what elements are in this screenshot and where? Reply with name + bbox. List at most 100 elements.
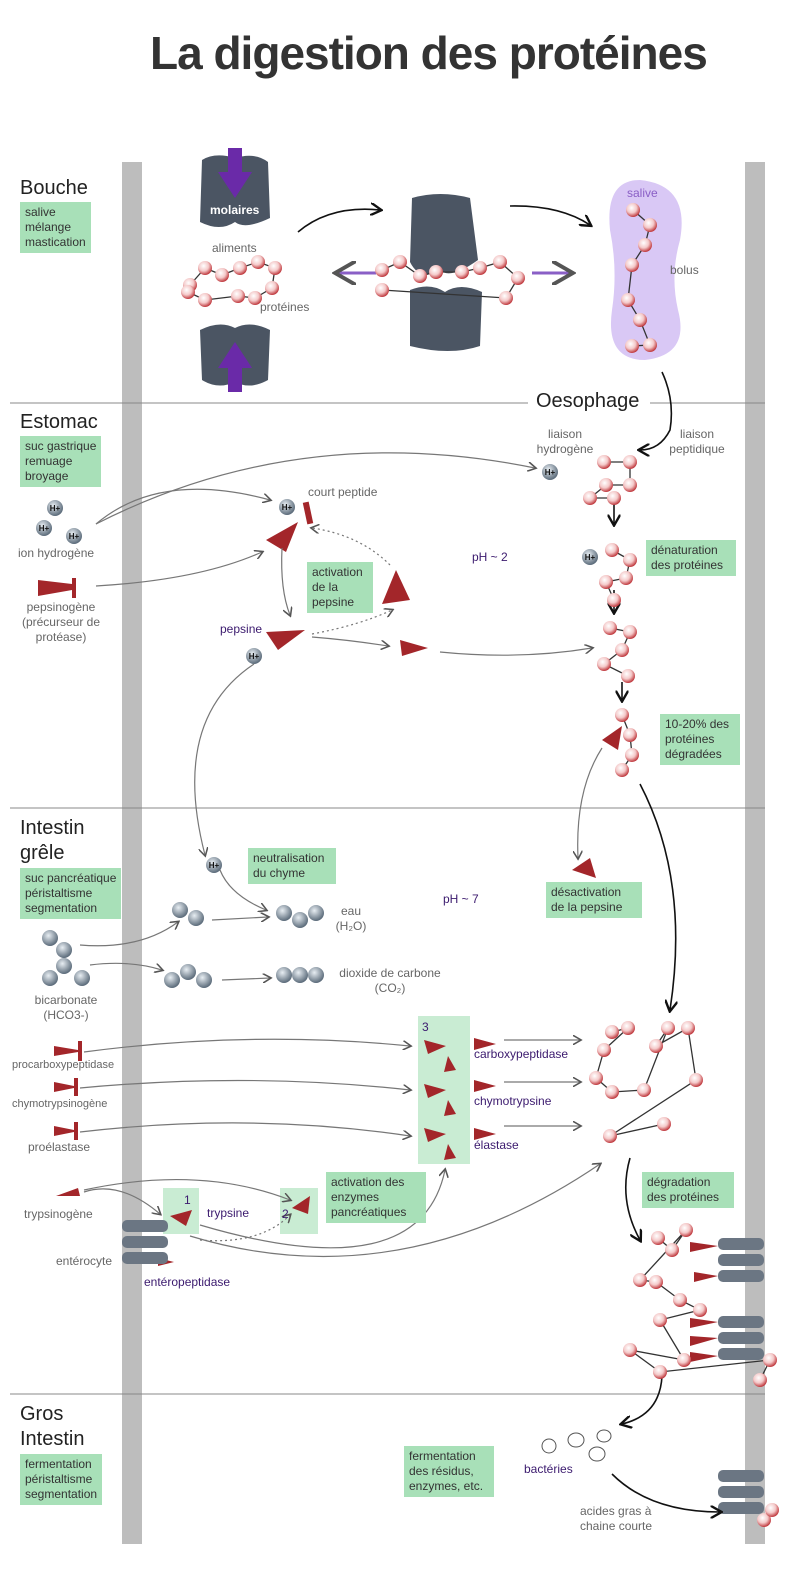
water-molecules bbox=[42, 902, 324, 988]
h-plus-label: H+ bbox=[282, 503, 293, 512]
box-denaturation: dénaturation des protéines bbox=[646, 540, 736, 576]
amino-acid bbox=[643, 338, 657, 352]
label-chymotrypsine: chymotrypsine bbox=[474, 1094, 552, 1108]
amino-acid bbox=[623, 455, 637, 469]
amino-acid bbox=[248, 291, 262, 305]
amino-chain bbox=[615, 708, 639, 777]
h-plus-label: H+ bbox=[545, 468, 556, 477]
arrow-to-absorption bbox=[625, 1157, 640, 1240]
arrow-pepsin-to-chyme bbox=[194, 663, 255, 855]
arrow-trypsine-activate bbox=[199, 1170, 445, 1249]
label-liaison-hydrogene: liaison hydrogène bbox=[536, 427, 594, 456]
arrow-proelastase bbox=[79, 1122, 410, 1136]
arrow-desactivation bbox=[578, 747, 603, 858]
amino-chain bbox=[181, 255, 282, 307]
label-aliments: aliments bbox=[212, 241, 257, 255]
arrow-neutralisation bbox=[219, 869, 266, 910]
amino-acid bbox=[763, 1353, 777, 1367]
amino-acid bbox=[265, 281, 279, 295]
label-eau: eau (H₂O) bbox=[335, 904, 367, 933]
amino-acid bbox=[429, 265, 443, 279]
amino-acid bbox=[375, 263, 389, 277]
arrow-h-to-protein bbox=[95, 452, 535, 525]
amino-acid bbox=[673, 1293, 687, 1307]
amino-acid bbox=[605, 1085, 619, 1099]
amino-chain bbox=[583, 455, 637, 505]
amino-chain bbox=[623, 1223, 777, 1387]
h-plus-label: H+ bbox=[209, 861, 220, 870]
label-proelastase: proélastase bbox=[28, 1140, 91, 1154]
amino-chain bbox=[589, 1021, 703, 1143]
amino-acid bbox=[589, 1071, 603, 1085]
amino-acid bbox=[651, 1231, 665, 1245]
amino-acid bbox=[499, 291, 513, 305]
arrow-trypsine-degrade bbox=[189, 1164, 600, 1258]
arrow-chymo bbox=[79, 1079, 410, 1090]
box-desactivation: désactivation de la pepsine bbox=[546, 882, 642, 918]
amino-acid bbox=[231, 289, 245, 303]
amino-acid bbox=[625, 748, 639, 762]
section-estomac: Estomac bbox=[20, 411, 98, 433]
amino-acid bbox=[599, 478, 613, 492]
amino-acid bbox=[623, 553, 637, 567]
amino-acid bbox=[605, 1025, 619, 1039]
box-degradees: 10-20% des protéines dégradées bbox=[660, 714, 740, 765]
amino-acid bbox=[657, 1117, 671, 1131]
amino-acid bbox=[649, 1275, 663, 1289]
amino-acid bbox=[198, 293, 212, 307]
amino-acid bbox=[693, 1303, 707, 1317]
arrow-to-protein bbox=[439, 648, 592, 656]
label-enteropeptidase: entéropeptidase bbox=[144, 1275, 231, 1289]
amino-acid bbox=[603, 621, 617, 635]
arrow-co2 bbox=[221, 978, 270, 980]
h-plus-label: H+ bbox=[39, 524, 50, 533]
amino-acid bbox=[455, 265, 469, 279]
salive-bolus-shape bbox=[609, 180, 682, 360]
activation-box-1 bbox=[163, 1188, 199, 1234]
step-2: 2 bbox=[282, 1207, 289, 1221]
label-procarboxypeptidase: procarboxypeptidase bbox=[12, 1059, 115, 1071]
arrow-trypsine-dotted bbox=[199, 1215, 290, 1242]
amino-acid bbox=[597, 657, 611, 671]
amino-acid bbox=[681, 1021, 695, 1035]
enterocytes-left bbox=[122, 1220, 168, 1264]
amino-acid bbox=[233, 261, 247, 275]
amino-acid bbox=[215, 268, 229, 282]
step-1: 1 bbox=[184, 1193, 191, 1207]
amino-acid bbox=[661, 1021, 675, 1035]
label-oesophage: Oesophage bbox=[532, 390, 644, 413]
absorption-cones bbox=[690, 1242, 718, 1362]
amino-acid bbox=[653, 1365, 667, 1379]
h-plus-label: H+ bbox=[585, 553, 596, 562]
label-liaison-peptidique: liaison peptidique bbox=[669, 427, 725, 456]
h-plus-label: H+ bbox=[249, 652, 260, 661]
label-ph-7: pH ~ 7 bbox=[443, 892, 479, 906]
amino-acid bbox=[625, 339, 639, 353]
amino-acid bbox=[375, 283, 389, 297]
amino-acid bbox=[637, 1083, 651, 1097]
arrow-to-gros bbox=[622, 1375, 663, 1424]
label-carboxypeptidase: carboxypeptidase bbox=[474, 1047, 569, 1061]
arrow-pepsin-dotted bbox=[311, 610, 392, 635]
amino-acid bbox=[599, 575, 613, 589]
amino-acid bbox=[677, 1353, 691, 1367]
amino-acid bbox=[619, 571, 633, 585]
label-bicarbonate: bicarbonate (HCO3-) bbox=[34, 993, 98, 1022]
h-plus-label: H+ bbox=[69, 532, 80, 541]
amino-acid bbox=[615, 643, 629, 657]
arrow-to-pepsin bbox=[281, 547, 290, 615]
pancreatic-enzymes bbox=[54, 1038, 496, 1266]
pepsin-cones bbox=[38, 501, 622, 878]
step-3: 3 bbox=[422, 1020, 429, 1034]
amino-acid bbox=[605, 543, 619, 557]
amino-acid bbox=[621, 1021, 635, 1035]
amino-acid bbox=[633, 313, 647, 327]
amino-acid bbox=[649, 1039, 663, 1053]
label-enterocyte: entérocyte bbox=[56, 1254, 113, 1268]
label-ion-hydrogene: ion hydrogène bbox=[18, 546, 95, 560]
amino-acid bbox=[753, 1373, 767, 1387]
arrow-to-intestin bbox=[639, 783, 676, 1010]
